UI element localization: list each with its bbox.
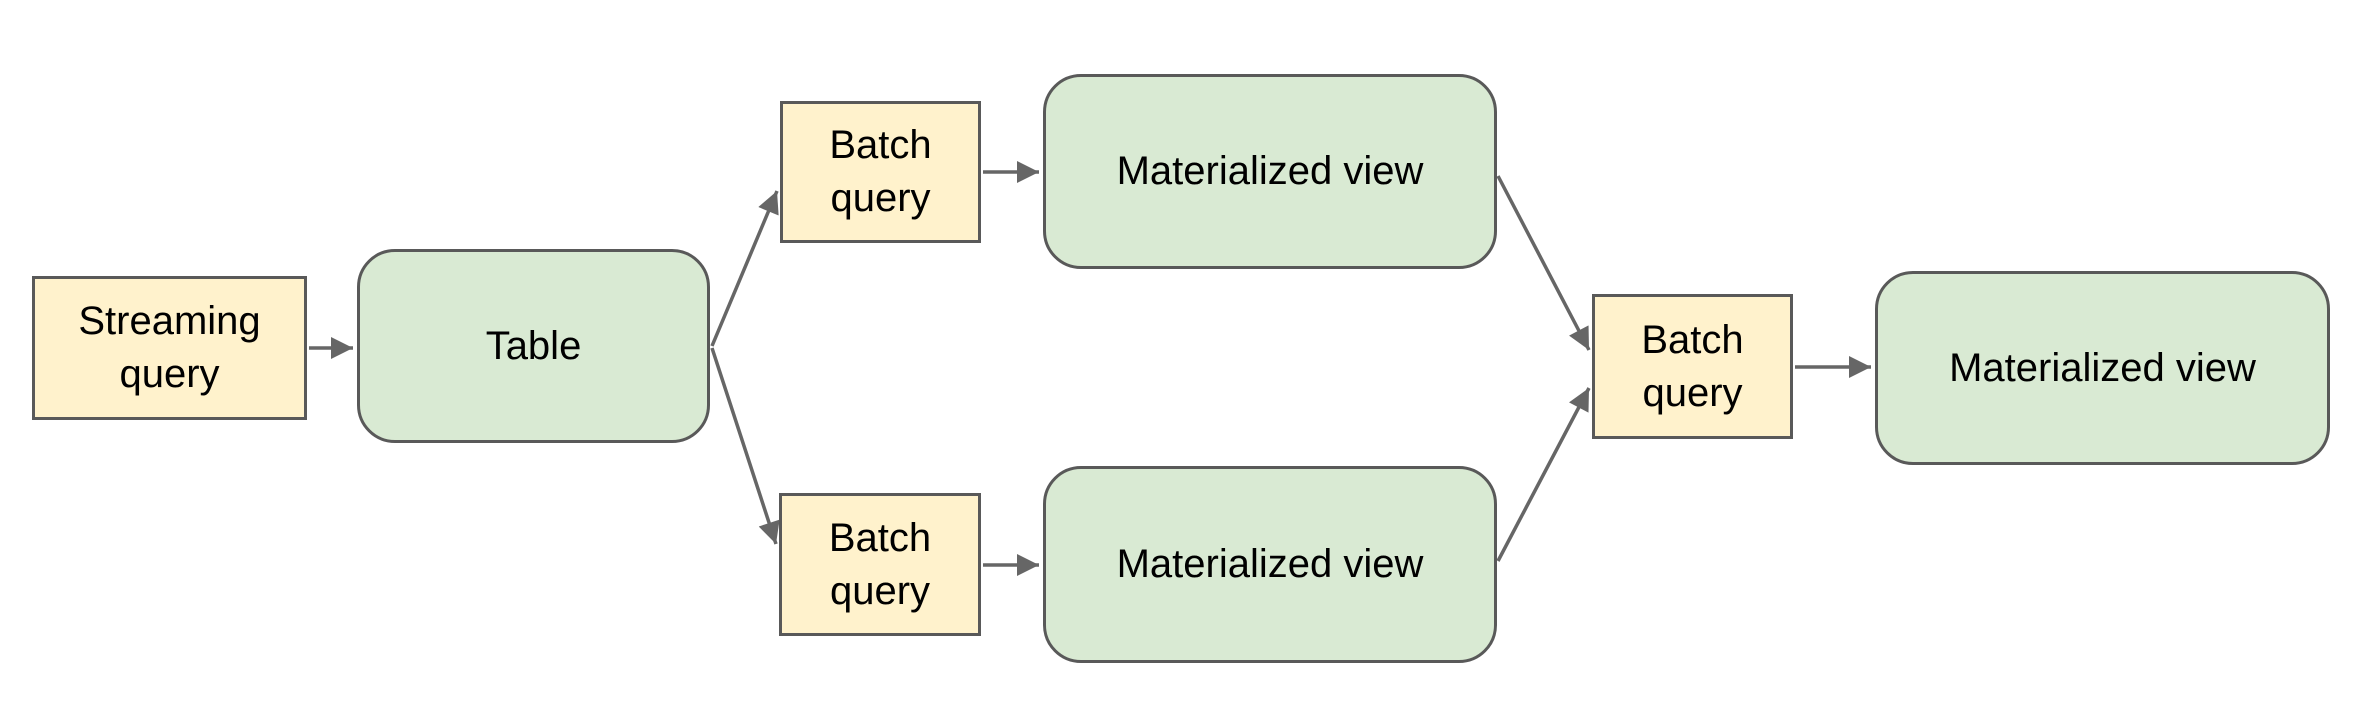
node-label: Batch query	[829, 123, 932, 220]
node-label: Batch query	[1641, 317, 1744, 415]
edge-materialized-view-bottom-to-batch-query-right	[1496, 387, 1591, 562]
node-batch-query-right: Batch query	[1592, 294, 1793, 439]
node-materialized-view-bottom: Materialized view	[1043, 466, 1497, 663]
node-batch-query-bottom: Batch query	[779, 493, 981, 636]
node-materialized-view-top: Materialized view	[1043, 74, 1497, 269]
node-streaming-query: Streaming query	[32, 276, 307, 420]
edge-table-to-batch-query-bottom	[710, 347, 780, 545]
node-label: Streaming query	[78, 299, 261, 396]
node-label: Batch query	[828, 515, 932, 613]
node-label: Materialized view	[1949, 345, 2256, 390]
node-label: Table	[485, 323, 582, 368]
edge-materialized-view-top-to-batch-query-right	[1496, 175, 1591, 351]
edge-table-to-batch-query-top	[710, 190, 779, 347]
node-label: Materialized view	[1116, 149, 1424, 194]
node-materialized-view-right: Materialized view	[1875, 271, 2330, 465]
node-batch-query-top: Batch query	[780, 101, 981, 243]
node-label: Materialized view	[1116, 542, 1424, 587]
node-table: Table	[357, 249, 710, 443]
